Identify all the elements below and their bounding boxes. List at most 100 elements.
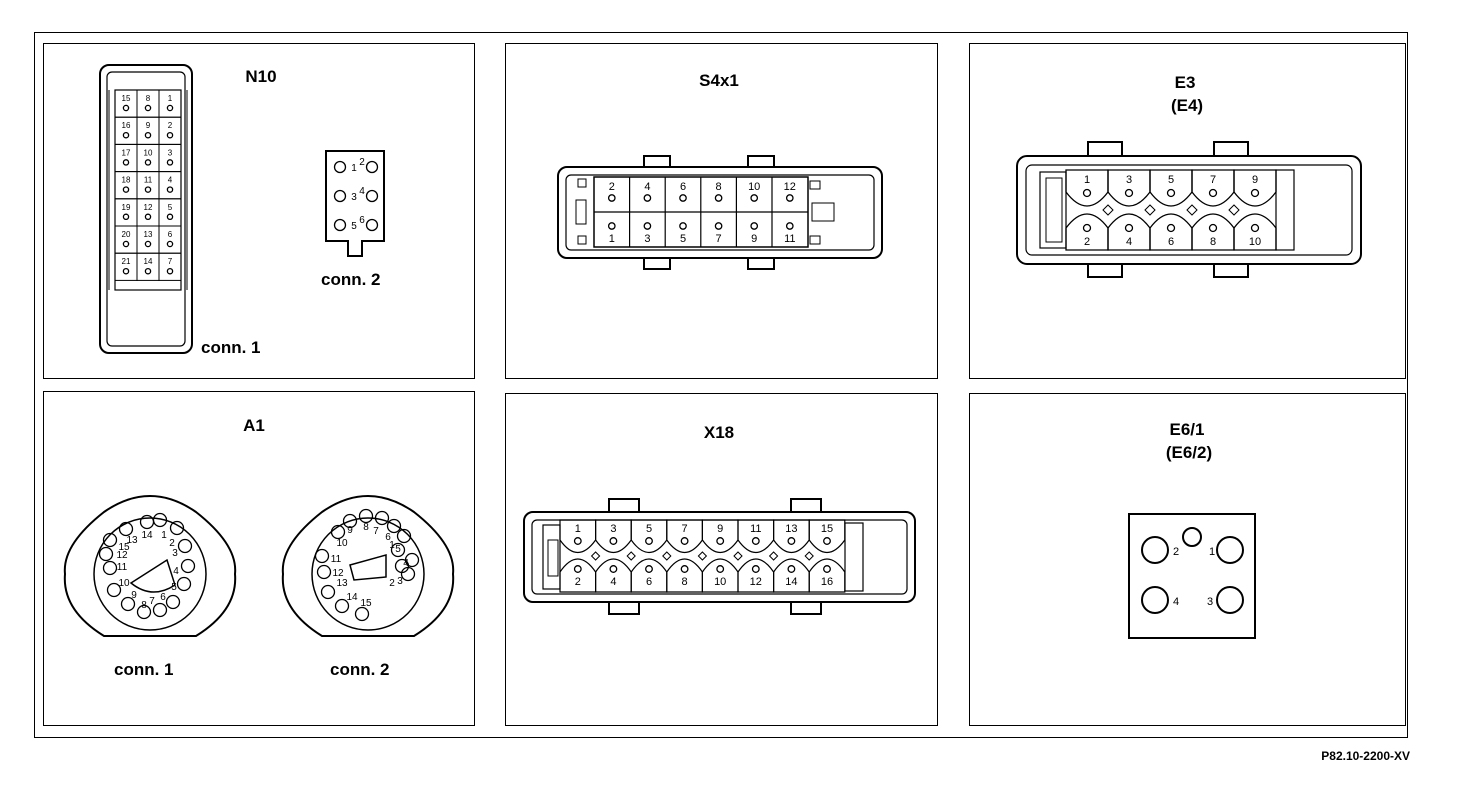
x18-pin-label: 1 <box>575 523 581 535</box>
a1-conn2-pin-hole <box>404 552 420 568</box>
a1-conn2-pin-hole <box>314 548 330 564</box>
s4x1-pin-hole <box>714 222 723 230</box>
s4x1-pin-hole <box>750 222 759 230</box>
a1-conn1-pin-hole <box>102 532 118 548</box>
e3-pin-label: 4 <box>1126 236 1132 248</box>
n10-conn1-pin-hole <box>122 240 130 248</box>
e3-pin-hole <box>1124 223 1134 233</box>
a1-conn1-pin-label: 8 <box>141 600 147 611</box>
n10-conn1-pin-label: 10 <box>144 148 153 157</box>
a1-conn2-pin-label: 14 <box>346 592 358 603</box>
e6-title: E6/1 <box>1169 420 1205 439</box>
a1-conn2-label: conn. 2 <box>330 660 390 679</box>
a1-conn2-pin-label: 7 <box>373 526 379 537</box>
diagram-id: P82.10-2200-XV <box>1321 749 1410 763</box>
a1-conn2-pin-hole <box>320 584 336 600</box>
s4x1-pin-label: 7 <box>716 233 722 245</box>
n10-conn1-pin-label: 2 <box>168 121 173 130</box>
e3-pin-label: 3 <box>1126 174 1132 186</box>
x18-pin-hole <box>573 565 582 573</box>
a1-conn2-pin-label: 11 <box>331 554 342 565</box>
s4x1-pin-label: 12 <box>784 181 796 193</box>
a1-conn2-pin-label: 2 <box>389 578 395 589</box>
a1-conn1-pin-hole <box>136 604 152 620</box>
a1-conn2-pin-label: 13 <box>336 578 348 589</box>
x18-pin-label: 3 <box>610 523 616 535</box>
n10-conn1-pin-hole <box>144 131 152 139</box>
x18-top-cavity <box>808 519 846 554</box>
x18-pin-label: 5 <box>646 523 652 535</box>
n10-conn1-pin-label: 1 <box>168 94 173 103</box>
n10-title: N10 <box>245 67 277 86</box>
a1-conn1-pin-hole <box>169 520 185 536</box>
n10-conn1-pin-label: 12 <box>144 203 153 212</box>
s4x1-housing <box>557 155 883 270</box>
s4x1-pin-label: 1 <box>609 233 615 245</box>
x18-pin-hole <box>680 565 689 573</box>
n10-conn1-pin-label: 3 <box>168 148 173 157</box>
e3-pin-hole <box>1082 223 1092 233</box>
n10-conn1-pin-hole <box>144 267 152 275</box>
s4x1-pin-label: 10 <box>748 181 760 193</box>
a1-conn1-pin-hole <box>165 594 181 610</box>
e6-housing <box>1128 513 1256 639</box>
x18-pin-label: 16 <box>821 576 833 588</box>
x18-key <box>590 551 601 561</box>
e3-pin-hole <box>1250 223 1260 233</box>
e3-pin-label: 5 <box>1168 174 1174 186</box>
a1-title: A1 <box>243 416 265 435</box>
n10-conn2-pin-label: 2 <box>359 157 365 168</box>
s4x1-pin-label: 5 <box>680 233 686 245</box>
a1-conn1-pin-label: 4 <box>173 566 179 577</box>
a1-conn1-pin-label: 6 <box>160 592 166 603</box>
n10-conn2-pin-hole <box>333 160 347 174</box>
a1-conn2-pin-label: 3 <box>397 576 403 587</box>
n10-conn2-pin-label: 1 <box>351 163 357 174</box>
n10-conn1-pin-hole <box>166 131 174 139</box>
n10-conn1-pin-hole <box>144 186 152 193</box>
n10-conn1-pin-label: 13 <box>144 230 153 239</box>
a1-conn1-pin-label: 9 <box>131 590 137 601</box>
s4x1-pin-hole <box>643 194 652 202</box>
n10-conn1-pin-label: 18 <box>122 176 131 185</box>
x18-pin-hole <box>787 565 796 573</box>
n10-conn1-pin-label: 4 <box>168 176 173 185</box>
n10-conn1-pin-hole <box>166 267 174 275</box>
e3-key <box>1228 204 1240 216</box>
x18-pin-label: 7 <box>682 523 688 535</box>
s4x1-pin-hole <box>785 222 794 230</box>
n10-conn2-pin-hole <box>333 189 347 203</box>
a1-conn2-pin-hole <box>358 508 374 524</box>
s4x1-pin-hole <box>643 222 652 230</box>
n10-conn1-pin-hole <box>166 213 174 221</box>
e6-pin-label: 1 <box>1209 546 1215 558</box>
a1-conn2-pin-label: 6 <box>385 532 391 543</box>
n10-conn1-pin-label: 8 <box>146 94 151 103</box>
x18-pin-hole <box>645 565 653 573</box>
x18-pin-hole <box>751 537 760 545</box>
e3-pin-label: 7 <box>1210 174 1216 186</box>
n10-conn1-cell <box>158 252 182 281</box>
x18-pin-hole <box>823 565 831 573</box>
s4x1-title: S4x1 <box>699 71 739 90</box>
n10-conn2-housing <box>325 150 385 257</box>
a1-conn1-pin-hole <box>118 521 134 537</box>
n10-conn1-pin-hole <box>166 186 174 193</box>
e3-top-cavity <box>1233 169 1277 207</box>
s4x1-pin-hole <box>750 194 759 202</box>
a1-conn2-pin-label: 9 <box>347 525 353 536</box>
n10-conn1-pin-label: 17 <box>122 148 131 157</box>
a1-conn1-pin-label: 13 <box>126 535 138 546</box>
a1-conn2-pin-label: 10 <box>336 538 348 549</box>
e3-pin-label: 8 <box>1210 236 1216 248</box>
x18-key <box>662 551 672 561</box>
n10-conn1-pin-hole <box>166 104 174 112</box>
x18-pin-label: 14 <box>785 576 797 588</box>
n10-conn1-pin-label: 21 <box>122 257 131 266</box>
e3-pin-label: 2 <box>1084 236 1090 248</box>
s4x1-pin-hole <box>607 194 616 202</box>
n10-conn1-pin-label: 15 <box>122 94 131 103</box>
x18-key <box>626 551 636 561</box>
s4x1-pin-label: 2 <box>609 181 615 193</box>
n10-conn2-pin-label: 3 <box>351 192 357 203</box>
